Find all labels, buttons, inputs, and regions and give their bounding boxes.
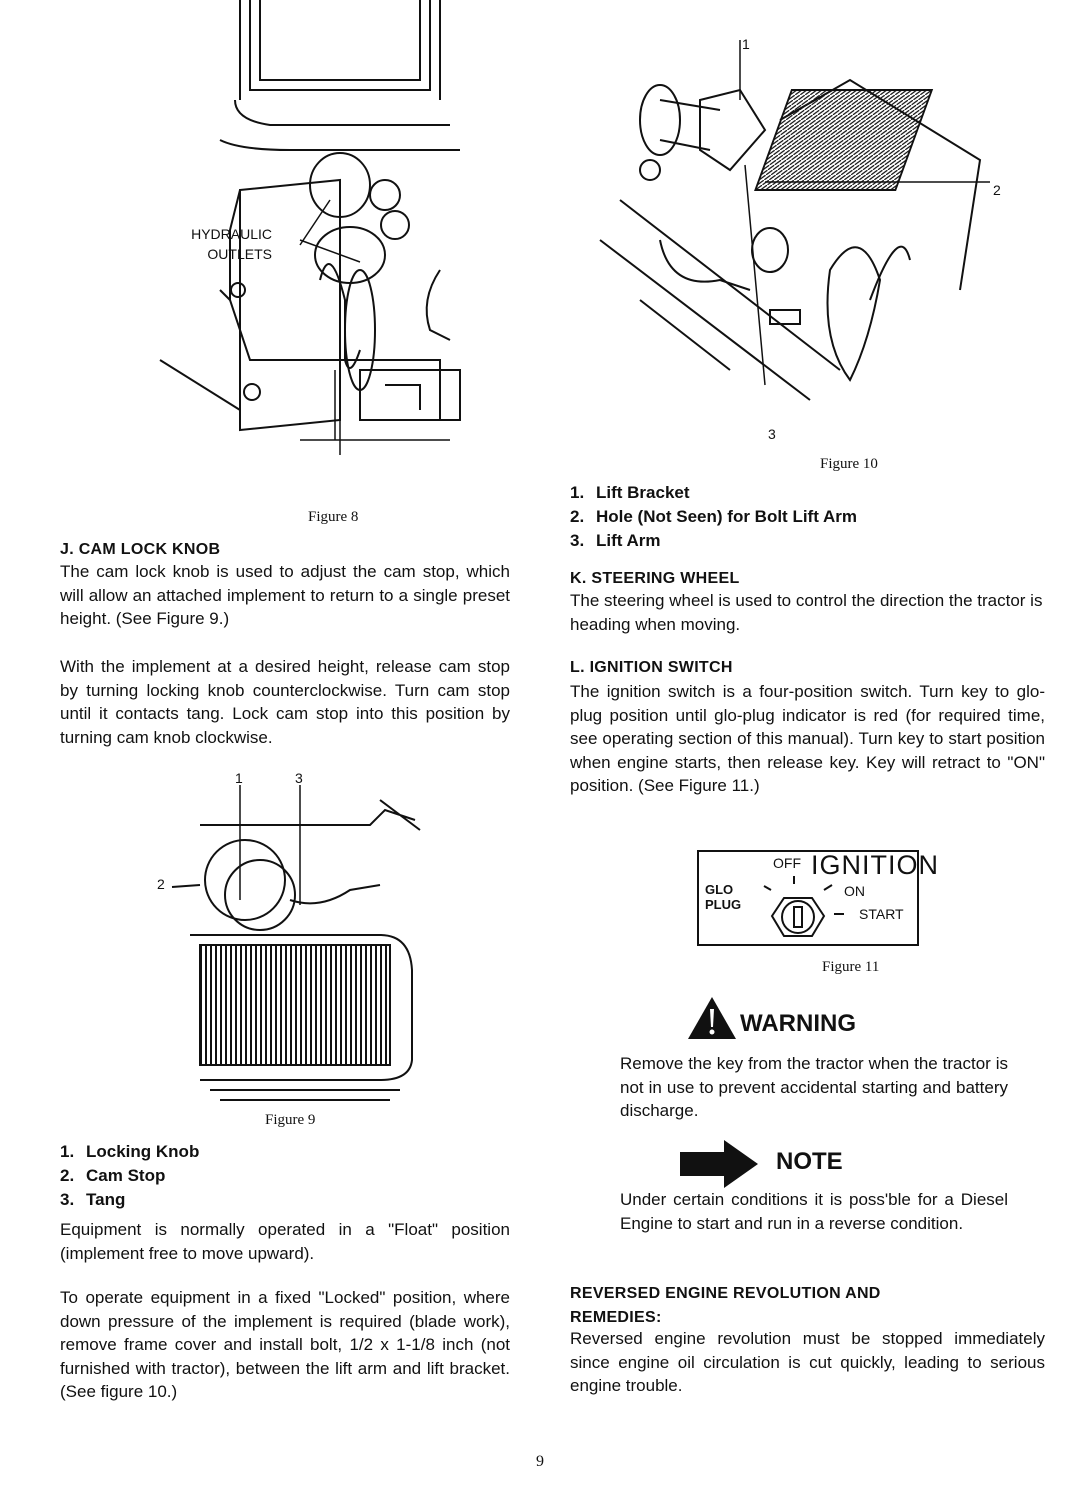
legend-item: 3. Lift Arm xyxy=(570,529,857,553)
warning-triangle-icon xyxy=(688,997,736,1039)
legend-item: 3. Tang xyxy=(60,1188,199,1212)
item-label: Lift Arm xyxy=(596,531,661,550)
item-number: 2. xyxy=(570,507,585,526)
figure-10-callout-2: 2 xyxy=(993,182,1001,198)
item-label: Locking Knob xyxy=(86,1142,200,1161)
figure-9-callout-1: 1 xyxy=(235,770,243,786)
reversed-heading-line-1: REVERSED ENGINE REVOLUTION AND xyxy=(570,1285,881,1302)
figure-10-legend: 1. Lift Bracket 2. Hole (Not Seen) for Bol… xyxy=(570,481,857,553)
note-arrow-icon xyxy=(680,1140,758,1188)
reversed-heading: REVERSED ENGINE REVOLUTION AND REMEDIES: xyxy=(570,1282,881,1330)
hydraulic-label: HYDRAULIC xyxy=(191,226,272,242)
ignition-heading: L. IGNITION SWITCH xyxy=(570,659,733,676)
cam-lock-para-1: The cam lock knob is used to adjust the … xyxy=(60,562,510,628)
item-number: 1. xyxy=(570,483,585,502)
glo-label: GLO xyxy=(705,882,734,897)
figure-10-illustration xyxy=(599,40,990,401)
steering-paragraph: The steering wheel is used to control th… xyxy=(570,591,1043,634)
figure-9-callout-2: 2 xyxy=(157,876,165,892)
on-label: ON xyxy=(844,883,865,899)
plug-label: PLUG xyxy=(705,897,742,912)
outlets-label: OUTLETS xyxy=(207,246,272,262)
item-label: Hole (Not Seen) for Bolt Lift Arm xyxy=(596,507,857,526)
locked-paragraph: To operate equipment in a fixed "Locked"… xyxy=(60,1288,510,1401)
item-label: Tang xyxy=(86,1190,126,1209)
item-label: Lift Bracket xyxy=(596,483,690,502)
item-label: Cam Stop xyxy=(86,1166,166,1185)
cam-lock-para-2: With the implement at a desired height, … xyxy=(60,657,510,747)
float-paragraph: Equipment is normally operated in a "Flo… xyxy=(60,1220,510,1263)
page-number: 9 xyxy=(536,1453,544,1470)
figure-8-label: HYDRAULIC OUTLETS xyxy=(152,224,272,264)
reversed-paragraph: Reversed engine revolution must be stopp… xyxy=(570,1329,1045,1395)
figure-9-legend: 1. Locking Knob 2. Cam Stop 3. Tang xyxy=(60,1140,199,1212)
legend-item: 2. Hole (Not Seen) for Bolt Lift Arm xyxy=(570,505,857,529)
figure-10-callout-1: 1 xyxy=(742,36,750,52)
item-number: 1. xyxy=(60,1142,75,1161)
figure-8-caption: Figure 8 xyxy=(308,509,359,525)
note-title: NOTE xyxy=(776,1148,843,1175)
figure-9-caption: Figure 9 xyxy=(265,1112,316,1128)
legend-item: 1. Locking Knob xyxy=(60,1140,199,1164)
start-label: START xyxy=(859,906,904,922)
ignition-switch-diagram: OFF IGNITION GLO PLUG ON START xyxy=(697,850,938,946)
figure-8-illustration xyxy=(159,0,461,455)
figure-10-caption: Figure 10 xyxy=(820,456,878,472)
warning-text: Remove the key from the tractor when the… xyxy=(620,1054,1008,1120)
ignition-paragraph: The ignition switch is a four-position s… xyxy=(570,682,1045,795)
figure-9-callout-3: 3 xyxy=(295,770,303,786)
figure-10-callout-3: 3 xyxy=(768,426,776,442)
off-label: OFF xyxy=(773,855,801,871)
legend-item: 1. Lift Bracket xyxy=(570,481,857,505)
item-number: 3. xyxy=(570,531,585,550)
note-text: Under certain conditions it is poss'ble … xyxy=(620,1190,1008,1233)
legend-item: 2. Cam Stop xyxy=(60,1164,199,1188)
cam-lock-heading: J. CAM LOCK KNOB xyxy=(60,541,221,558)
warning-title: WARNING xyxy=(740,1010,856,1037)
ignition-title: IGNITION xyxy=(811,850,939,880)
item-number: 2. xyxy=(60,1166,75,1185)
figure-11-caption: Figure 11 xyxy=(822,959,880,975)
steering-heading: K. STEERING WHEEL xyxy=(570,570,740,587)
figure-9-illustration xyxy=(171,785,421,1101)
reversed-heading-line-2: REMEDIES: xyxy=(570,1309,662,1326)
item-number: 3. xyxy=(60,1190,75,1209)
key-switch-icon xyxy=(763,876,844,937)
